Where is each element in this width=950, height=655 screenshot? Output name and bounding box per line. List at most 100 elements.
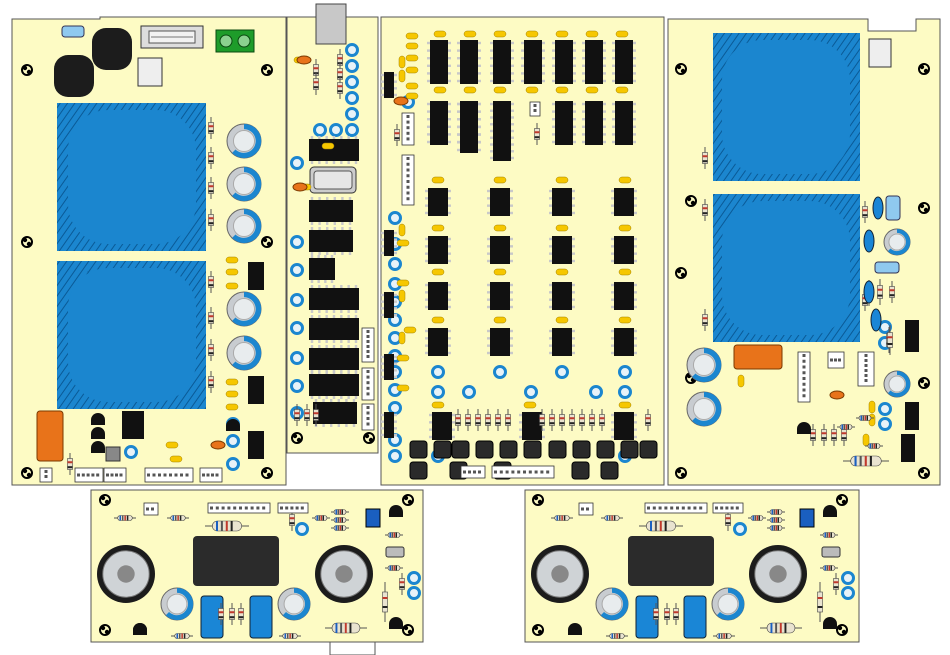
electrolytic-capacitor-icon [277, 587, 311, 621]
resistor-icon [767, 517, 785, 523]
yellow-capacitor [862, 433, 870, 447]
electrolytic-capacitor-icon [226, 335, 262, 371]
ic-chip-icon [487, 188, 513, 216]
resistor-icon [702, 147, 708, 169]
connector-header-icon [401, 154, 415, 206]
yellow-capacitor [398, 55, 406, 69]
ic-chip-icon [457, 40, 481, 84]
mounting-hole-icon [532, 624, 544, 636]
yellow-capacitor [555, 86, 569, 94]
yellow-capacitor [585, 30, 599, 38]
resistor-icon [495, 409, 501, 431]
yellow-capacitor [165, 441, 179, 449]
resistor-icon [385, 532, 403, 538]
resistor-icon [856, 415, 874, 421]
electrolytic-capacitor-icon [686, 347, 722, 383]
transistor-icon [389, 505, 403, 517]
transistor-icon [226, 419, 240, 431]
pad-ring [493, 365, 507, 379]
ic-chip-icon [521, 40, 545, 84]
yellow-capacitor [525, 30, 539, 38]
resistor-icon [831, 424, 837, 446]
ic-chip-icon [549, 188, 575, 216]
ic-chip-icon [248, 262, 264, 290]
mounting-hole-icon [21, 467, 33, 479]
inductor-bead [829, 390, 845, 400]
mounting-hole-icon [675, 63, 687, 75]
yellow-capacitor [169, 455, 183, 463]
transistor-icon [91, 427, 105, 439]
inductor-bead [393, 96, 409, 106]
mounting-hole-icon [21, 236, 33, 248]
inductor-bead [296, 55, 312, 65]
ic-chip-icon [381, 72, 397, 98]
resistor-icon [67, 453, 73, 475]
pad-ring [589, 385, 603, 399]
pad-ring [878, 402, 892, 416]
blue-capacitor [863, 229, 875, 253]
yellow-capacitor [525, 86, 539, 94]
trimmer-potentiometer-icon [799, 508, 815, 528]
yellow-capacitor [493, 316, 507, 324]
pad-ring [345, 107, 359, 121]
yellow-capacitor [431, 401, 445, 409]
yellow-capacitor [398, 69, 406, 83]
yellow-capacitor [555, 316, 569, 324]
resistor-icon [833, 573, 839, 595]
trimmer-potentiometer-icon [365, 508, 381, 528]
connector-header-icon [644, 502, 708, 514]
resistor-icon [534, 123, 540, 145]
resistor-icon [877, 279, 883, 305]
resistor-icon [171, 633, 193, 639]
connector-header-icon [103, 467, 127, 483]
resistor-icon [862, 201, 868, 223]
yellow-capacitor [398, 223, 406, 237]
resistor-icon [810, 424, 816, 446]
ic-chip-icon [611, 282, 637, 310]
resistor-icon [325, 622, 367, 634]
yellow-capacitor [431, 316, 445, 324]
resistor-icon [673, 603, 679, 625]
resistor-icon [455, 409, 461, 431]
ic-chip-icon [425, 328, 451, 356]
mounting-hole-icon [918, 467, 930, 479]
yellow-capacitor [523, 401, 537, 409]
yellow-capacitor [405, 42, 419, 50]
yellow-capacitor [431, 224, 445, 232]
resistor-icon [767, 525, 785, 531]
ic-chip-icon [901, 434, 915, 462]
pad-ring [388, 449, 402, 463]
connector-header-icon [797, 351, 811, 403]
electrolytic-capacitor-icon [595, 587, 629, 621]
resistor-icon [208, 371, 214, 393]
resistor-icon [837, 424, 855, 430]
ic-chip-icon [582, 40, 606, 84]
yellow-capacitor [433, 30, 447, 38]
yellow-capacitor [618, 224, 632, 232]
ic-chip-icon [248, 376, 264, 404]
ic-chip-icon [457, 101, 481, 153]
connector-header-icon [827, 351, 845, 369]
resistor-icon [748, 515, 766, 521]
square-button [433, 440, 452, 459]
heatsink-icon [57, 261, 206, 409]
ic-chip-icon [381, 230, 397, 256]
resistor-icon [167, 515, 189, 521]
pad-ring [841, 571, 855, 585]
yellow-capacitor [555, 30, 569, 38]
ic-chip-icon [425, 188, 451, 216]
mounting-hole-icon [402, 624, 414, 636]
transistor-icon [389, 617, 403, 629]
resistor-icon [331, 517, 349, 523]
resistor-icon [713, 633, 735, 639]
yellow-capacitor [493, 268, 507, 276]
mounting-hole-icon [402, 494, 414, 506]
pad-ring [524, 385, 538, 399]
ic-chip-icon [381, 292, 397, 318]
connector-header-icon [144, 467, 194, 483]
mounting-hole-icon [685, 195, 697, 207]
resistor-icon [569, 409, 575, 431]
ic-chip-icon [122, 411, 144, 439]
resistor-icon [664, 603, 670, 625]
electrolytic-capacitor-icon [711, 587, 745, 621]
